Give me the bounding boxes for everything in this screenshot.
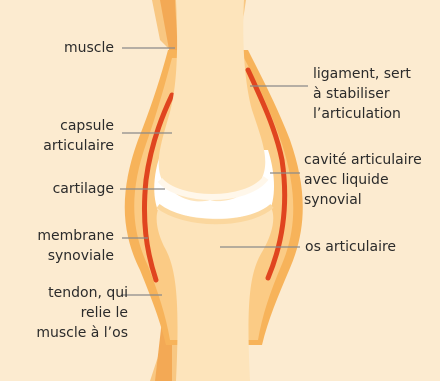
label-muscle: muscle (64, 38, 114, 58)
label-os: os articulaire (305, 237, 396, 257)
label-tendon: tendon, qui relie le muscle à l’os (36, 283, 128, 343)
label-ligament: ligament, sert à stabiliser l’articulati… (313, 64, 411, 124)
label-membrane: membrane synoviale (37, 226, 114, 266)
label-capsule: capsule articulaire (43, 116, 114, 156)
label-cavite: cavité articulaire avec liquide synovial (304, 150, 422, 210)
label-cartilage: cartilage (53, 179, 114, 199)
